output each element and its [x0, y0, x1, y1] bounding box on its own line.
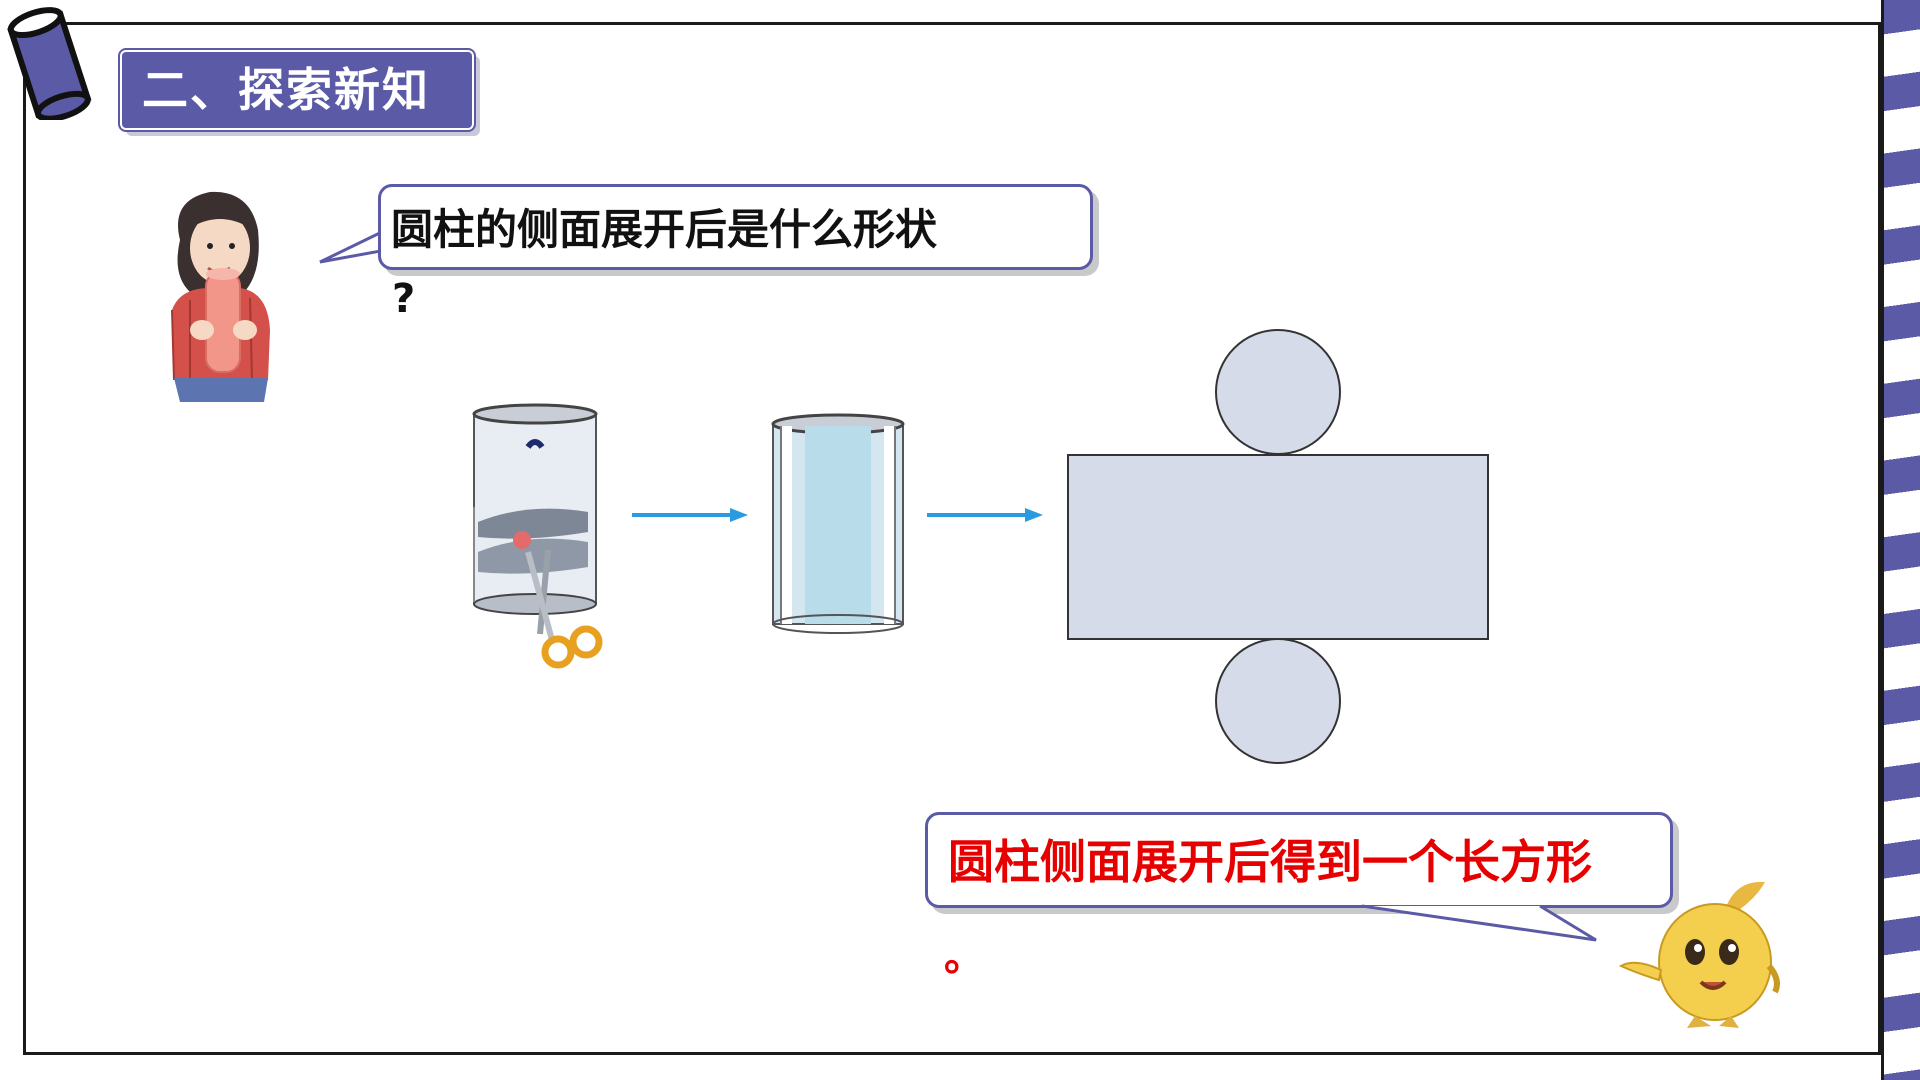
scissors-icon	[525, 549, 603, 669]
net-top-circle	[1215, 329, 1341, 455]
net-bottom-circle	[1215, 638, 1341, 764]
answer-bubble-tail	[1361, 904, 1597, 942]
question-text: 圆柱的侧面展开后是什么形状	[391, 205, 938, 254]
question-speech-bubble: 圆柱的侧面展开后是什么形状	[378, 184, 1093, 270]
question-mark: ?	[392, 276, 416, 322]
right-arrow-icon	[927, 508, 1043, 522]
net-lateral-rectangle	[1067, 454, 1489, 640]
answer-text: 圆柱侧面展开后得到一个长方形	[948, 835, 1592, 889]
tin-can-with-scissors-illustration	[472, 403, 603, 669]
answer-speech-bubble: 圆柱侧面展开后得到一个长方形	[925, 812, 1673, 908]
cylinder-icon	[7, 7, 92, 120]
girl-holding-cylinder-illustration	[171, 191, 270, 402]
section-title-banner: 二、探索新知	[118, 48, 476, 132]
cylinder-net-diagram	[1067, 329, 1489, 764]
section-title: 二、探索新知	[142, 63, 430, 117]
answer-period: 。	[944, 934, 984, 980]
mascot-character-illustration	[1618, 881, 1780, 1028]
question-bubble-tail	[319, 228, 387, 264]
right-arrow-icon	[632, 508, 748, 522]
cut-tin-can-illustration	[771, 413, 905, 634]
decorative-stripe-bar	[1881, 0, 1920, 1080]
